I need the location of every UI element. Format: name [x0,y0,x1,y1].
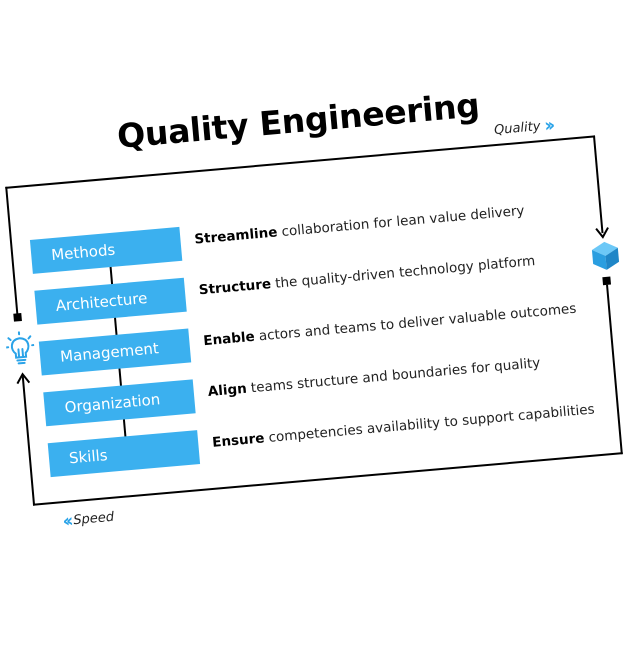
speed-label: ‹‹ Speed [62,507,115,532]
step-label: Management [59,339,159,366]
quality-label: Quality ›› [493,115,552,141]
step-text: the quality-driven technology platform [270,253,536,292]
step-description-methods: Streamline collaboration for lean value … [194,203,525,248]
speed-label-text: Speed [73,510,115,528]
double-chevron-right-icon: ›› [544,115,553,137]
double-chevron-left-icon: ‹‹ [62,511,71,533]
step-label: Architecture [55,289,148,315]
cube-icon [590,240,621,272]
step-label: Skills [68,446,108,467]
arrowhead-up-icon [15,372,30,385]
loop-left-lower-line [22,376,35,506]
step-verb: Enable [203,329,256,349]
loop-end-square [602,277,611,286]
step-text: collaboration for lean value delivery [277,203,525,241]
step-box-organization: Organization [43,379,195,426]
step-label: Organization [64,390,161,416]
loop-right-lower-line [606,285,623,455]
lightbulb-icon [5,330,36,368]
loop-left-upper-line [5,187,18,317]
step-text: competencies availability to support cap… [264,401,596,446]
step-verb: Ensure [212,430,265,450]
loop-right-upper-line [593,135,604,233]
step-description-skills: Ensure competencies availability to supp… [212,401,596,450]
arrowhead-down-icon [595,226,610,239]
step-description-architecture: Structure the quality-driven technology … [198,253,536,298]
diagram-title: Quality Engineering [116,91,418,156]
step-box-management: Management [39,329,191,376]
step-verb: Align [207,381,247,400]
loop-start-square [13,313,22,322]
step-text: teams structure and boundaries for quali… [246,355,541,397]
quality-label-text: Quality [494,119,542,138]
step-box-skills: Skills [48,430,200,477]
step-description-management: Enable actors and teams to deliver valua… [203,301,577,350]
step-verb: Streamline [194,224,278,247]
step-verb: Structure [198,276,271,298]
loop-top-line [5,135,595,189]
step-box-architecture: Architecture [34,278,186,325]
step-description-organization: Align teams structure and boundaries for… [207,355,541,400]
step-text: actors and teams to deliver valuable out… [254,301,577,345]
step-box-methods: Methods [30,227,182,274]
step-label: Methods [51,241,116,265]
